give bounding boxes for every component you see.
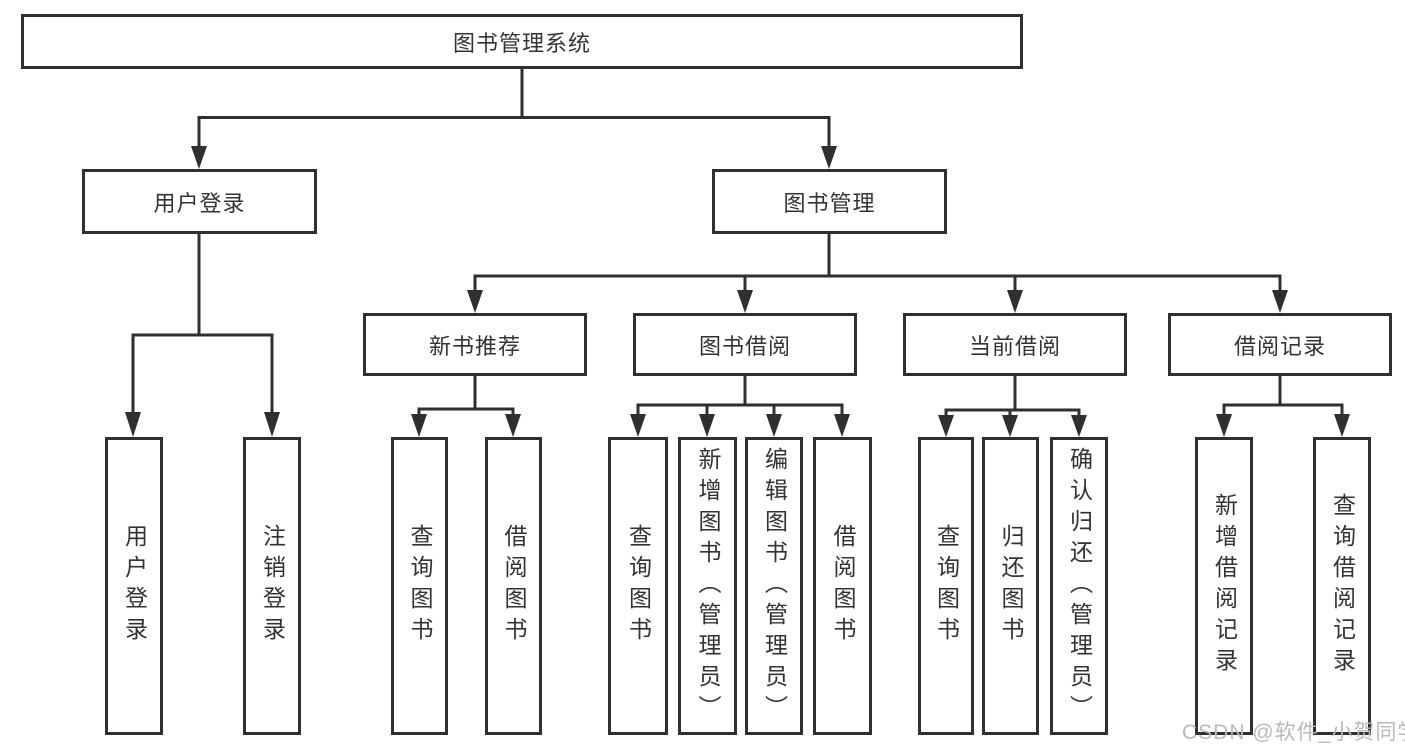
node-leaf-return-books: 归还图书 — [982, 437, 1039, 735]
node-root: 图书管理系统 — [21, 14, 1023, 69]
node-leaf-label: 查询图书 — [933, 524, 960, 648]
connector-root-to-level2 — [191, 69, 837, 169]
connector-borrow-record-branch — [1216, 376, 1350, 437]
connector-user-login-branch — [125, 234, 280, 437]
node-leaf-label: 查询借阅记录 — [1329, 493, 1356, 679]
node-leaf-user-login: 用户登录 — [105, 437, 163, 735]
node-leaf-edit-books-admin: 编辑图书（管理员） — [745, 437, 803, 735]
node-leaf-label: 确认归还（管理员） — [1066, 446, 1093, 726]
node-new-book-recommend-label: 新书推荐 — [428, 333, 521, 359]
node-borrow-record: 借阅记录 — [1168, 313, 1392, 376]
node-root-label: 图书管理系统 — [452, 30, 591, 56]
node-leaf-label: 编辑图书（管理员） — [761, 446, 788, 726]
node-leaf-borrow-books-newbook: 借阅图书 — [485, 437, 542, 735]
node-book-mgmt: 图书管理 — [712, 169, 947, 234]
node-leaf-query-books-borrow: 查询图书 — [608, 437, 668, 735]
connector-book-borrow-branch — [630, 376, 850, 437]
node-leaf-confirm-return-admin: 确认归还（管理员） — [1050, 437, 1108, 735]
node-leaf-label: 新增借阅记录 — [1211, 493, 1238, 679]
node-leaf-label: 借阅图书 — [501, 524, 527, 648]
node-new-book-recommend: 新书推荐 — [363, 313, 587, 376]
node-leaf-label: 用户登录 — [121, 524, 148, 648]
node-book-borrow-label: 图书借阅 — [698, 333, 791, 359]
node-leaf-borrow-books: 借阅图书 — [813, 437, 872, 735]
connector-book-mgmt-to-level3 — [467, 234, 1288, 313]
node-user-login-label: 用户登录 — [153, 190, 246, 216]
node-leaf-label: 归还图书 — [998, 524, 1024, 648]
node-leaf-label: 注销登录 — [259, 524, 286, 648]
node-leaf-add-books-admin: 新增图书（管理员） — [678, 437, 737, 735]
node-leaf-label: 查询图书 — [625, 524, 652, 648]
node-book-borrow: 图书借阅 — [633, 313, 857, 376]
node-leaf-label: 借阅图书 — [830, 524, 856, 648]
node-leaf-query-books-newbook: 查询图书 — [391, 437, 448, 735]
node-leaf-query-borrow-record: 查询借阅记录 — [1313, 437, 1371, 735]
node-borrow-record-label: 借阅记录 — [1233, 333, 1326, 359]
connector-new-book-branch — [411, 376, 521, 437]
node-user-login: 用户登录 — [82, 169, 317, 234]
node-leaf-label: 查询图书 — [407, 524, 433, 648]
node-current-borrow-label: 当前借阅 — [968, 333, 1061, 359]
connector-current-borrow-branch — [938, 376, 1087, 437]
node-leaf-label: 新增图书（管理员） — [695, 446, 721, 726]
node-leaf-add-borrow-record: 新增借阅记录 — [1195, 437, 1253, 735]
node-leaf-logout: 注销登录 — [243, 437, 301, 735]
node-book-mgmt-label: 图书管理 — [783, 190, 876, 216]
csdn-watermark: CSDN @软件_小贺同学 — [1182, 721, 1405, 744]
node-leaf-query-books-current: 查询图书 — [918, 437, 974, 735]
node-current-borrow: 当前借阅 — [903, 313, 1127, 376]
